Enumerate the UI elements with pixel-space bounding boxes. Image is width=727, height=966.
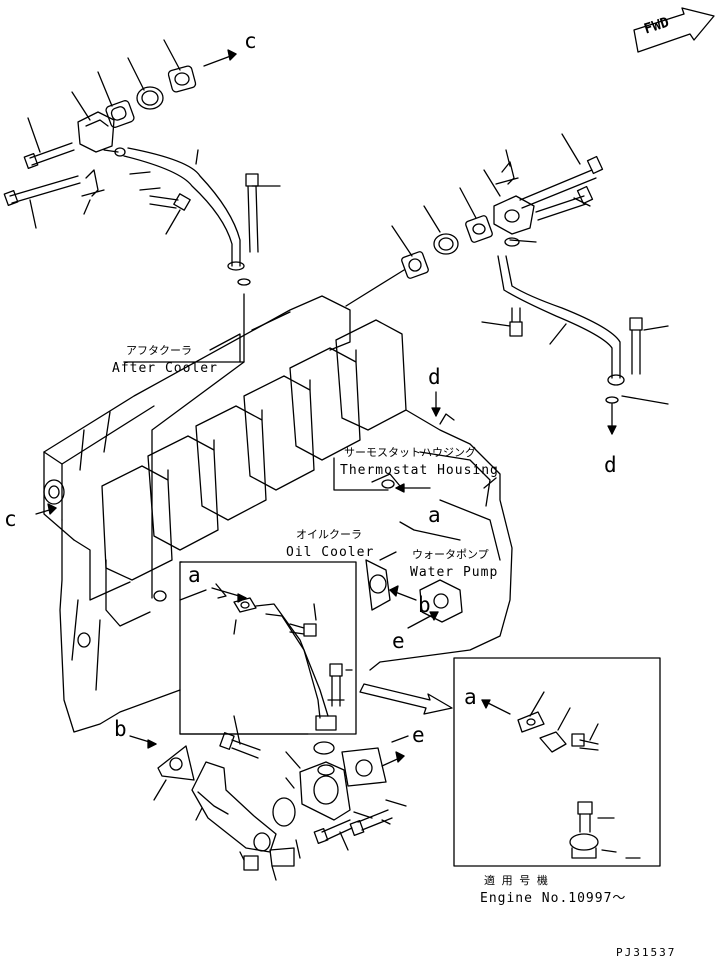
detail-transfer-arrow [359,683,453,715]
ref-a-detail: a [464,685,477,709]
ref-c-top: c [244,29,257,53]
ref-b-lower: b [114,717,127,741]
ref-e-pump: e [392,629,405,653]
thermostat-label-en: Thermostat Housing [340,463,499,478]
ref-b-pump: b [418,593,431,617]
label-leaders [123,293,461,599]
applicable-label-en: Engine No.10997～ [480,891,627,906]
reference-arrows [35,391,617,749]
oil-cooler-detail-box [179,561,357,735]
water-pump-label-en: Water Pump [410,565,499,580]
thermostat-pipe-group [345,133,669,405]
ref-e-lower: e [412,723,425,747]
oil-cooler-label-en: Oil Cooler [286,545,375,560]
ref-a-thermo: a [428,503,441,527]
ref-a-oil: a [188,563,201,587]
thermostat-label-jp: サーモスタットハウジング [344,446,476,459]
engine-block [43,295,513,733]
ref-c-left: c [4,507,17,531]
drawing-code: PJ31537 [616,946,677,959]
fwd-arrow-icon [633,7,715,53]
applicable-label-jp: 適 用 号 機 [484,874,548,887]
ref-d-top: d [428,365,441,389]
after-cooler-label-jp: アフタクーラ [126,344,192,357]
oil-cooler-label-jp: オイルクーラ [296,528,362,541]
water-pump-pipe-group [153,715,409,881]
water-pump-label-jp: ウォータポンプ [412,548,489,561]
engine-serial-detail-box [453,657,661,867]
after-cooler-pipe-group [3,39,281,286]
after-cooler-label-en: After Cooler [112,361,218,376]
ref-d-bottom: d [604,453,617,477]
